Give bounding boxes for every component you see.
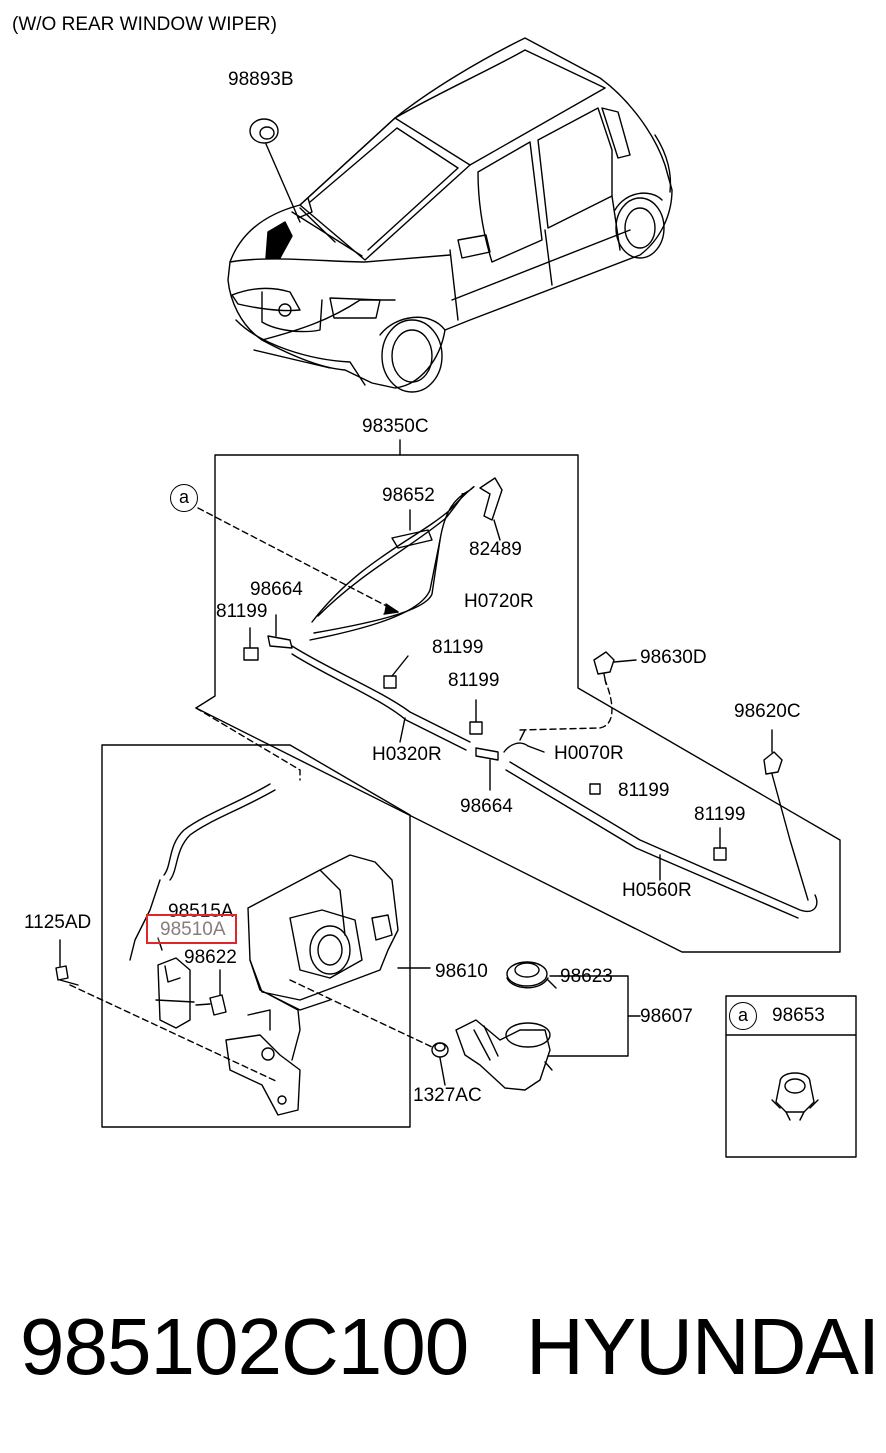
part-label-98515A: 98515A: [168, 901, 234, 922]
part-label-81199-left: 81199: [216, 601, 268, 622]
part-label-98630D: 98630D: [640, 647, 707, 668]
part-label-98510A: 98510A: [160, 919, 226, 940]
part-label-81199-d: 81199: [618, 780, 670, 801]
hose-H0720R: [309, 485, 475, 641]
hose-H0560R: [509, 761, 818, 912]
part-label-98610: 98610: [435, 961, 488, 982]
footer-brand: HYUNDAI: [526, 1302, 880, 1391]
callout-bubble: a: [729, 1002, 757, 1030]
part-label-1327AC: 1327AC: [413, 1085, 482, 1106]
part-label-98652: 98652: [382, 485, 435, 506]
part-label-1125AD: 1125AD: [24, 912, 92, 933]
part-label-H0720R: H0720R: [464, 591, 534, 612]
part-label-98620C: 98620C: [734, 701, 801, 722]
reference-bubble: a: [170, 484, 198, 512]
part-label-98664-mid: 98664: [460, 796, 513, 817]
callout-frame: [725, 995, 857, 1158]
part-label-98664-top: 98664: [250, 579, 303, 600]
car-illustration: [227, 37, 673, 393]
footer-part-number: 985102C100: [20, 1302, 469, 1391]
diagram-note: (W/O REAR WINDOW WIPER): [12, 14, 277, 35]
reservoir-frame: [101, 744, 411, 1128]
part-label-98622: 98622: [184, 947, 237, 968]
part-label-98893B: 98893B: [228, 69, 294, 90]
callout-part-label: 98653: [772, 1005, 825, 1026]
part-label-H0070R: H0070R: [554, 743, 624, 764]
hose-kit-frame: [195, 454, 841, 953]
part-label-81199-e: 81199: [694, 804, 746, 825]
part-label-98607: 98607: [640, 1006, 693, 1027]
hose-H0320R: [291, 645, 471, 743]
part-label-81199-c: 81199: [448, 670, 500, 691]
part-label-H0320R: H0320R: [372, 744, 442, 765]
washer-pump: [157, 957, 191, 1029]
part-label-82489: 82489: [469, 539, 522, 560]
part-label-98623: 98623: [560, 966, 613, 987]
part-label-81199-b: 81199: [432, 637, 484, 658]
part-label-H0560R: H0560R: [622, 880, 692, 901]
part-label-98350C: 98350C: [362, 416, 429, 437]
highlighted-part: [146, 914, 237, 944]
